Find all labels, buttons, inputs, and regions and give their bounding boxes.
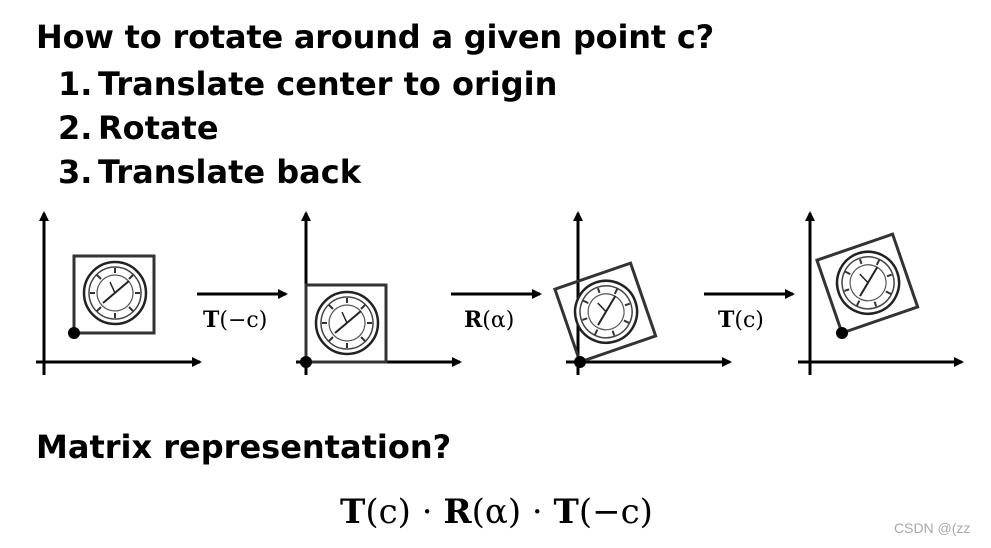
transform-diagram: T(−c) R(α) T(c) bbox=[36, 211, 964, 375]
point-c bbox=[300, 356, 312, 368]
step-label: Translate center to origin bbox=[98, 65, 558, 103]
clock-icon bbox=[314, 290, 380, 356]
panel-original bbox=[36, 211, 202, 375]
panel-translated-back bbox=[798, 211, 964, 375]
formula-argument: (α) bbox=[471, 492, 522, 532]
formula-symbol: T bbox=[340, 492, 366, 532]
operation-symbol: R bbox=[464, 307, 483, 333]
operation-label: T(c) bbox=[718, 307, 764, 333]
point-c bbox=[574, 356, 586, 368]
operation-translate-neg: T(−c) bbox=[197, 289, 288, 333]
step-number: 3. bbox=[58, 153, 93, 191]
operation-translate-back: T(c) bbox=[704, 289, 795, 333]
formula-operator: · bbox=[521, 492, 554, 532]
operation-argument: (c) bbox=[734, 308, 764, 333]
operation-label: T(−c) bbox=[203, 307, 267, 333]
step-label: Translate back bbox=[98, 153, 361, 191]
operation-symbol: T bbox=[718, 307, 735, 333]
step-3: 3. Translate back bbox=[58, 150, 557, 194]
panel-rotated bbox=[553, 211, 732, 375]
formula-symbol: R bbox=[443, 492, 472, 532]
operation-symbol: T bbox=[203, 307, 220, 333]
formula-argument: (c) bbox=[365, 492, 411, 532]
watermark: CSDN @(zz bbox=[894, 520, 971, 536]
panel-translated bbox=[296, 211, 462, 375]
step-number: 1. bbox=[58, 65, 93, 103]
clock-icon bbox=[827, 242, 909, 324]
frame bbox=[553, 261, 658, 364]
slide-title: How to rotate around a given point c? bbox=[36, 18, 714, 56]
point-c bbox=[68, 327, 80, 339]
clock-icon bbox=[82, 260, 148, 326]
frame bbox=[72, 254, 156, 335]
operation-argument: (−c) bbox=[219, 308, 267, 333]
formula-symbol: T bbox=[553, 492, 579, 532]
formula-argument: (−c) bbox=[578, 492, 653, 532]
frame bbox=[815, 232, 920, 335]
matrix-heading: Matrix representation? bbox=[36, 428, 452, 466]
steps-list: 1. Translate center to origin 2. Rotate … bbox=[58, 62, 557, 194]
matrix-formula: T(c) · R(α) · T(−c) bbox=[340, 492, 653, 532]
step-1: 1. Translate center to origin bbox=[58, 62, 557, 106]
step-number: 2. bbox=[58, 109, 93, 147]
frame bbox=[304, 283, 388, 364]
operation-label: R(α) bbox=[464, 307, 514, 333]
operation-rotate: R(α) bbox=[451, 289, 542, 333]
point-c bbox=[836, 327, 848, 339]
formula-operator: · bbox=[410, 492, 444, 532]
step-label: Rotate bbox=[98, 109, 219, 147]
step-2: 2. Rotate bbox=[58, 106, 557, 150]
operation-argument: (α) bbox=[482, 308, 514, 333]
